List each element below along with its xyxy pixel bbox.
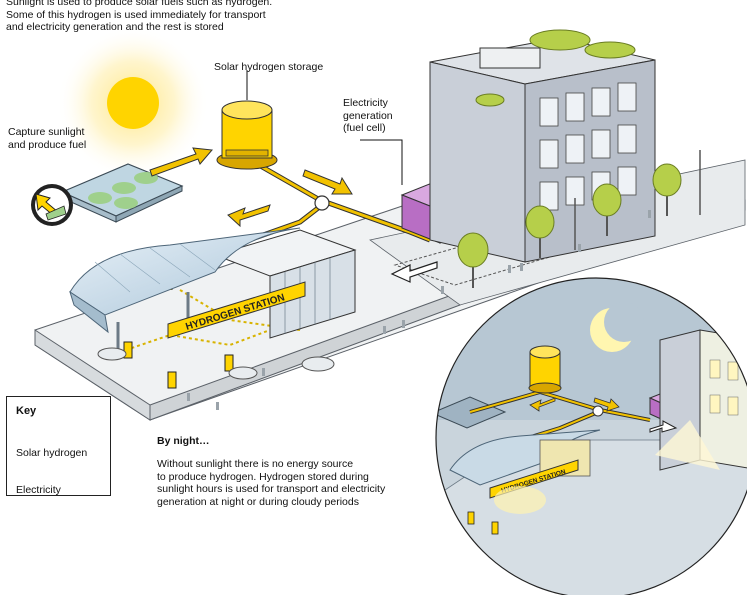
night-line-3: sunlight hours is used for transport and…: [157, 483, 386, 495]
key-title: Key: [16, 405, 37, 417]
electricity-generation-label: Electricity generation (fuel cell): [343, 97, 423, 135]
electricity-label-line-1: Electricity: [343, 97, 388, 109]
street-lamps: [574, 150, 701, 250]
sun-icon: [57, 27, 209, 179]
intro-line-3: and electricity generation and the rest …: [6, 21, 224, 33]
night-storage-tank: [528, 345, 562, 394]
intro-line-1: Sunlight is used to produce solar fuels …: [6, 0, 273, 8]
intro-text: Sunlight is used to produce solar fuels …: [6, 0, 336, 34]
legend-key: Key Solar hydrogen Electricity: [6, 396, 111, 496]
night-electricity-arrows: [649, 420, 678, 433]
capture-label-line-1: Capture sunlight: [8, 126, 85, 138]
night-title: By night…: [157, 435, 210, 447]
night-description: Without sunlight there is no energy sour…: [157, 458, 432, 508]
intro-line-2: Some of this hydrogen is used immediatel…: [6, 8, 266, 21]
key-solar-hydrogen-label: Solar hydrogen: [16, 447, 88, 459]
office-building: [429, 29, 656, 263]
night-moon-icon: [590, 302, 644, 352]
hydrogen-storage-tank: [216, 100, 278, 170]
capture-label: Capture sunlight and produce fuel: [8, 126, 86, 151]
night-hydrogen-arrows: [529, 397, 620, 412]
station-shop: [213, 229, 357, 339]
sunlight-capture-icon: [31, 184, 73, 226]
fuel-pumps: [123, 341, 234, 389]
solar-panel: [60, 163, 184, 223]
night-station: HYDROGEN STATION: [449, 429, 601, 535]
key-electricity-label: Electricity: [16, 484, 61, 496]
street-trees: [457, 163, 682, 288]
electricity-label-line-2: generation: [343, 109, 393, 122]
capture-label-line-2: and produce fuel: [8, 138, 87, 151]
storage-label: Solar hydrogen storage: [214, 61, 324, 73]
electricity-label-line-3: (fuel cell): [343, 122, 386, 134]
night-inset: HYDROGEN STATION: [435, 277, 747, 595]
cars: [97, 347, 335, 380]
night-line-1: Without sunlight there is no energy sour…: [157, 458, 354, 470]
night-line-2: to produce hydrogen. Hydrogen stored dur…: [157, 470, 369, 483]
solar-hydrogen-arrows: [149, 147, 353, 228]
night-line-4: generation at night or during cloudy per…: [157, 495, 359, 508]
pedestrians: [187, 210, 651, 410]
